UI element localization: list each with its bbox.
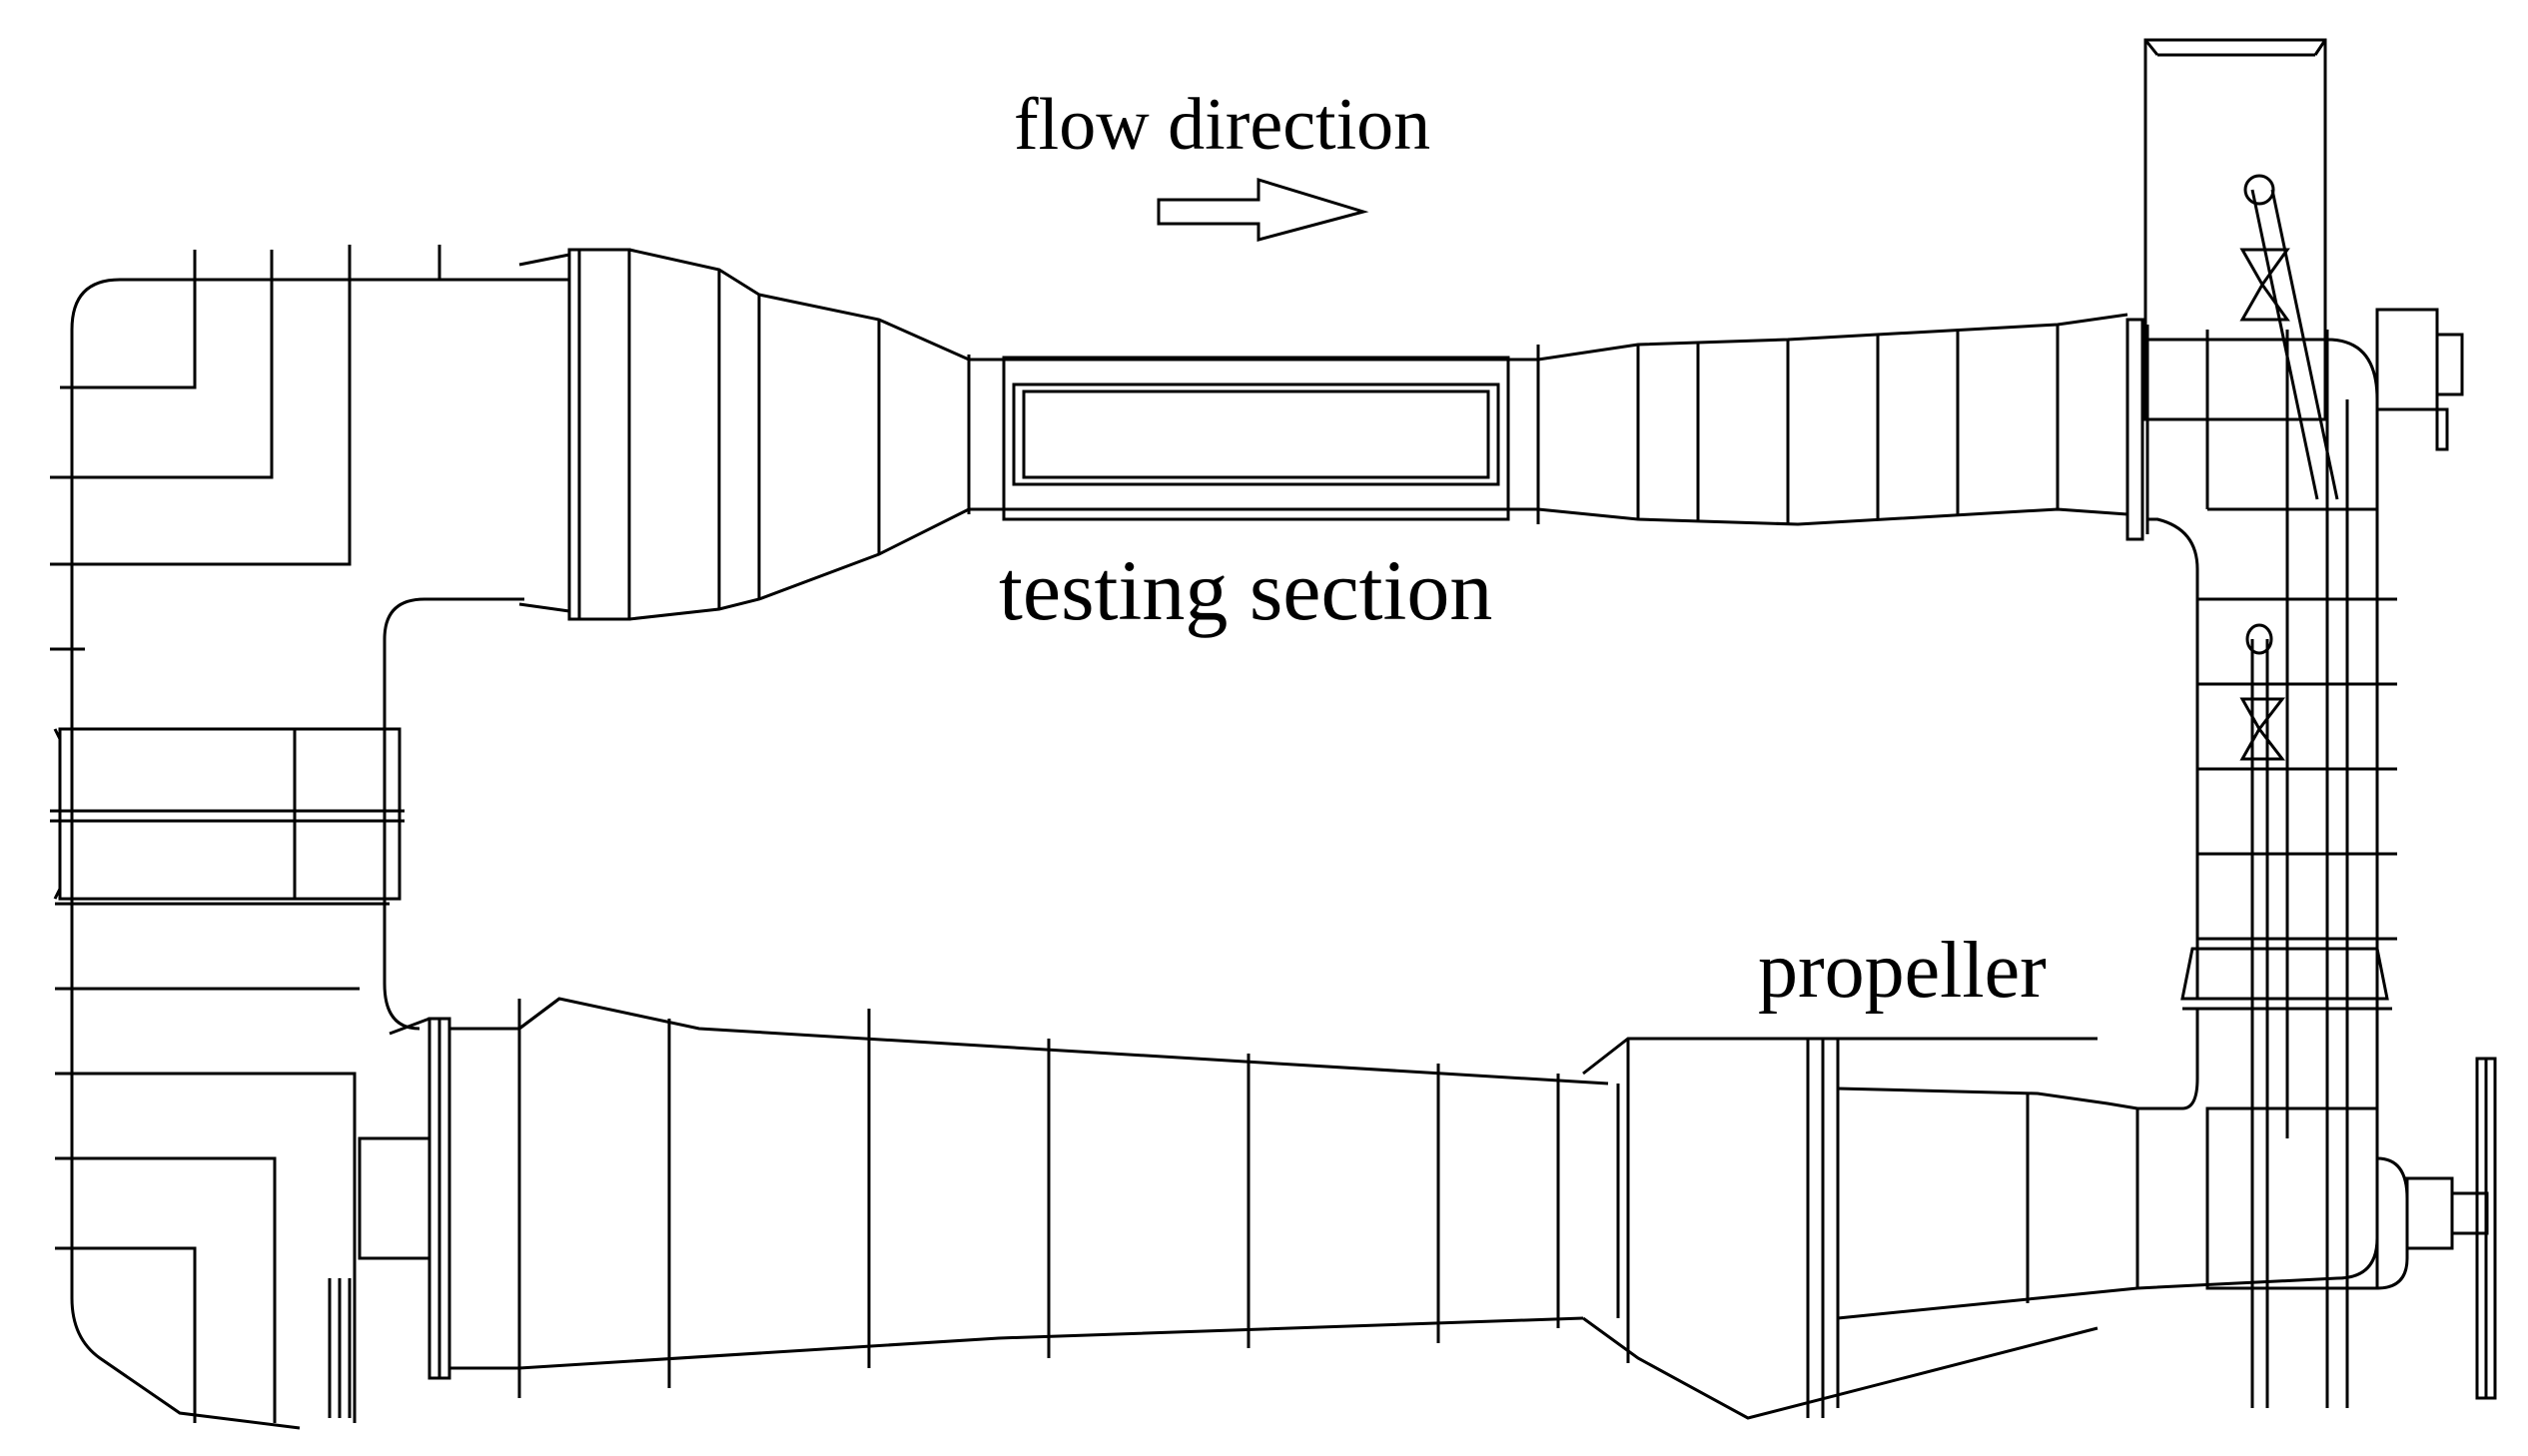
propeller-label: propeller bbox=[1758, 927, 2047, 1015]
flow-direction-arrow bbox=[1157, 177, 1369, 242]
flow-direction-label: flow direction bbox=[1014, 84, 1431, 166]
right-leg-flange bbox=[2180, 947, 2392, 1011]
left-corner-top bbox=[50, 245, 441, 1430]
left-corner-bottom bbox=[55, 902, 390, 1423]
right-corner-top bbox=[2143, 38, 2464, 1408]
left-duct bbox=[50, 597, 524, 1031]
bottom-duct bbox=[328, 997, 2497, 1420]
testing-section-label: testing section bbox=[999, 542, 1493, 638]
top-duct bbox=[160, 248, 2149, 621]
